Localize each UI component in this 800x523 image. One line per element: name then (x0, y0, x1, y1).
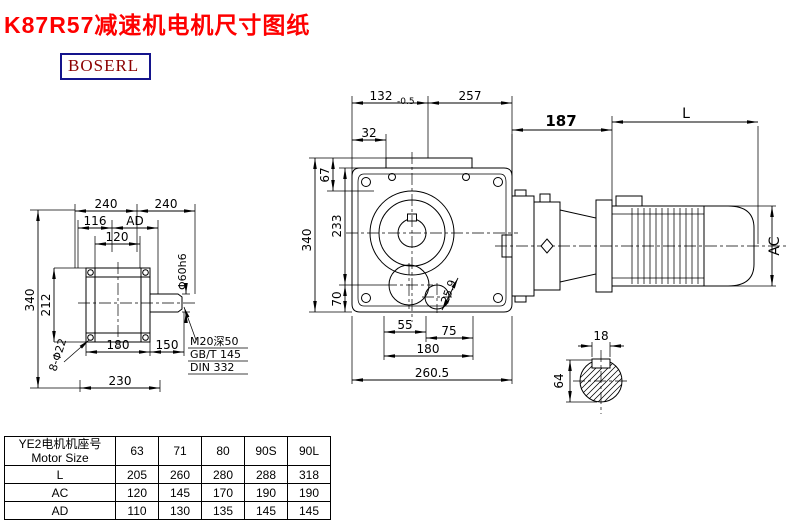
dim-shaft-diameter: Φ60h6 (176, 253, 189, 290)
dim-132: 132 (370, 89, 393, 103)
dim-AD: AD (126, 214, 143, 228)
table-size-col: 90S (244, 436, 288, 466)
dim-55: 55 (397, 318, 412, 332)
dim-340-side: 340 (23, 289, 37, 312)
gearbox-side-view: 240 240 116 AD 120 Φ60h6 340 212 180 150… (23, 197, 248, 392)
table-cell: 145 (158, 483, 202, 502)
table-size-col: 90L (287, 436, 331, 466)
table-cell: 318 (287, 465, 331, 484)
dim-233: 233 (330, 215, 344, 238)
dim-70: 70 (330, 291, 344, 306)
dim-32: 32 (361, 126, 376, 140)
terminal-box (615, 195, 643, 207)
table-cell: 145 (244, 501, 288, 520)
dim-75: 75 (441, 324, 456, 338)
gearbox-front-view: 132 -0.5 257 32 67 340 233 70 25.9 55 75… (300, 89, 518, 384)
table-cell: 145 (287, 501, 331, 520)
dim-257: 257 (459, 89, 482, 103)
dim-187: 187 (545, 112, 576, 130)
table-cell: 205 (115, 465, 159, 484)
housing-bolt-hole (493, 177, 503, 187)
dim-67: 67 (318, 167, 332, 182)
dim-340-front: 340 (300, 229, 314, 252)
table-row-AD: AD 110 130 135 145 145 (4, 501, 331, 520)
row-label: AD (4, 501, 116, 520)
table-header-row: YE2电机机座号 Motor Size 63 71 80 90S 90L (4, 436, 331, 466)
flange-bolt-hole (87, 269, 94, 276)
dim-L: L (682, 106, 690, 122)
shaft-end-view: 18 64 (552, 329, 629, 414)
dim-240-right: 240 (155, 197, 178, 211)
dim-120: 120 (106, 230, 129, 244)
table-cell: 135 (201, 501, 245, 520)
table-size-col: 71 (158, 436, 202, 466)
motor-fins (631, 208, 699, 284)
dim-132-tolerance: -0.5 (397, 97, 415, 107)
table-header-cn: YE2电机机座号 (18, 437, 102, 451)
housing-bolt-hole (361, 293, 371, 303)
dim-260-5: 260.5 (415, 366, 449, 380)
motor-view: 187 L AC (495, 106, 788, 303)
flange-bolt-hole (142, 334, 149, 341)
dim-150: 150 (156, 338, 179, 352)
dim-180-front: 180 (417, 342, 440, 356)
table-row-L: L 205 260 280 288 318 (4, 465, 331, 484)
row-label: AC (4, 483, 116, 502)
table-header-motor-size: YE2电机机座号 Motor Size (4, 436, 116, 466)
page-title: K87R57减速机电机尺寸图纸 (4, 12, 311, 38)
motor-size-table: YE2电机机座号 Motor Size 63 71 80 90S 90L L 2… (4, 436, 331, 520)
table-header-en: Motor Size (31, 451, 89, 465)
dim-230: 230 (109, 374, 132, 388)
dim-25-9: 25.9 (438, 278, 459, 305)
dim-116: 116 (84, 214, 107, 228)
thread-note-3: DIN 332 (190, 361, 234, 374)
brand-logo: BOSERL (60, 53, 152, 80)
output-shaft (150, 293, 183, 313)
table-size-col: 63 (115, 436, 159, 466)
table-cell: 288 (244, 465, 288, 484)
table-row-AC: AC 120 145 170 190 190 (4, 483, 331, 502)
table-cell: 130 (158, 501, 202, 520)
dim-212: 212 (39, 294, 53, 317)
table-cell: 120 (115, 483, 159, 502)
dim-64: 64 (552, 373, 566, 388)
dim-bolt-holes: 8-Φ22 (46, 337, 69, 373)
housing-bolt-hole (361, 177, 371, 187)
thread-note-1: M20深50 (190, 335, 239, 348)
dim-18: 18 (593, 329, 608, 343)
table-cell: 170 (201, 483, 245, 502)
table-size-col: 80 (201, 436, 245, 466)
flange-bolt-hole (142, 269, 149, 276)
thread-note-2: GB/T 145 (190, 348, 241, 361)
row-label: L (4, 465, 116, 484)
top-mounting-boss (385, 157, 473, 168)
table-cell: 110 (115, 501, 159, 520)
housing-bolt-hole (493, 293, 503, 303)
dim-240-left: 240 (95, 197, 118, 211)
housing-outline (351, 167, 513, 313)
table-cell: 280 (201, 465, 245, 484)
dim-AC: AC (767, 236, 783, 255)
diamond-mark (540, 238, 554, 254)
flange-bolt-hole (87, 334, 94, 341)
table-cell: 190 (244, 483, 288, 502)
table-cell: 190 (287, 483, 331, 502)
table-cell: 260 (158, 465, 202, 484)
dim-180-side: 180 (107, 338, 130, 352)
